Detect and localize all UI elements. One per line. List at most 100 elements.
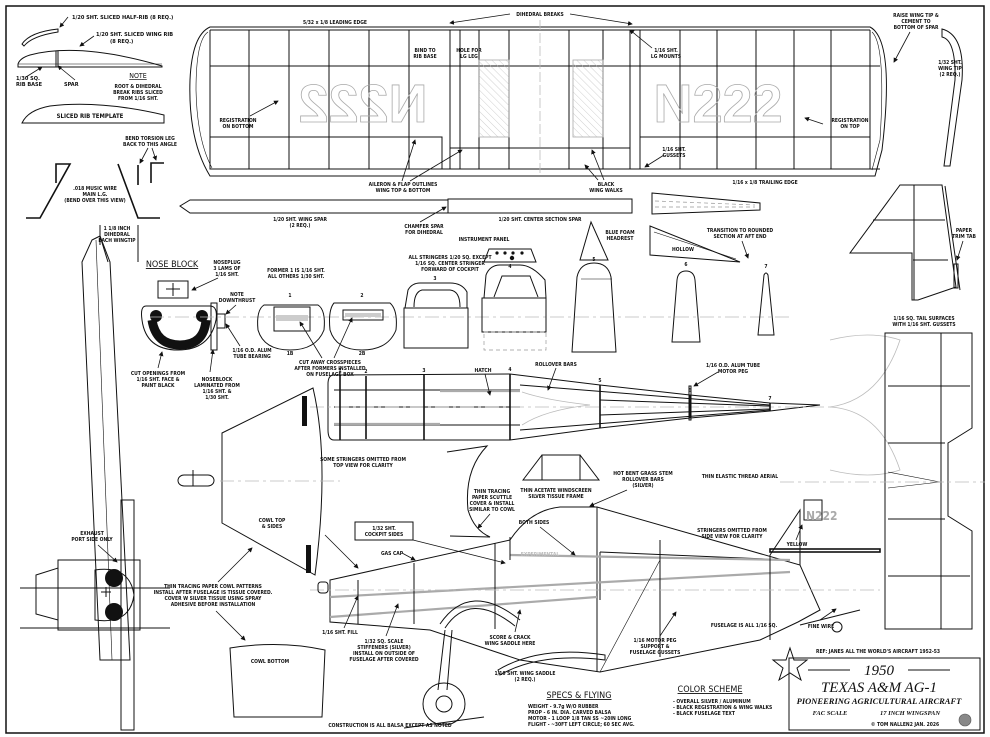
aileron-flap-label-1: AILERON & FLAP OUTLINES (369, 182, 438, 188)
wing-walks-label-2: WING WALKS (589, 188, 622, 194)
hole-lg-leg-label-1: HOLE FOR (456, 48, 482, 54)
tube-bearing-label-2: TUBE BEARING (233, 354, 271, 360)
former-number-3: 3 (433, 276, 436, 282)
motor-peg-support-1: 1/16 MOTOR PEG (634, 638, 677, 644)
motor-peg-label-2: MOTOR PEG (718, 369, 749, 375)
side-stringers-omitted-2: SIDE VIEW FOR CLARITY (701, 534, 763, 540)
noseblock-lam-label-4: 1/30 SHT. (205, 395, 229, 401)
title-block: REF: JANES ALL THE WORLD'S AIRCRAFT 1952… (771, 646, 981, 731)
top-view-former-number: 1 (338, 368, 341, 374)
dihedral-label-3: EACH WINGTIP (98, 238, 136, 244)
leading-edge-label: 5/32 x 1/8 LEADING EDGE (303, 20, 367, 26)
nose-block: NOSE BLOCK NOSEPLUG 3 LAMS OF 1/16 SHT. … (131, 260, 272, 401)
landing-gear-wire: BEND TORSION LEG BACK TO THIS ANGLE .018… (26, 136, 177, 219)
wing-saddle-score-1: SCORE & CRACK (490, 635, 532, 641)
chamfer-spar-label-2: FOR DIHEDRAL (405, 230, 443, 236)
gas-cap-label: GAS CAP (381, 551, 404, 557)
stringers-note-2: 1/16 SQ. CENTER STRINGER (415, 261, 485, 267)
cut-openings-label-1: CUT OPENINGS FROM (131, 371, 186, 377)
tail-surfaces-label-2: WITH 1/16 SHT. GUSSETS (892, 322, 955, 328)
star-icon (771, 646, 809, 682)
spec-motor: MOTOR - 1 LOOP 1/8 TAN SS ~20IN LONG (528, 716, 632, 722)
spec-weight: WEIGHT - 9.7g W/O RUBBER (528, 704, 599, 710)
noseplug-label-2: 3 LAMS OF (213, 266, 240, 272)
hollow-label: HOLLOW (672, 247, 694, 253)
headrest-label-2: HEADREST (607, 236, 635, 242)
wing-plan: N222 N222 5/32 x 1/8 LEADING EDGE DIHEDR… (189, 12, 963, 194)
wing-spars: 1/20 SHT. WING SPAR (2 REQ.) CHAMFER SPA… (179, 198, 633, 236)
specs-and-flying: SPECS & FLYING WEIGHT - 9.7g W/O RUBBER … (328, 691, 635, 729)
nose-block-title: NOSE BLOCK (146, 260, 199, 270)
spar-label: SPAR (64, 82, 79, 88)
former-number-2b: 2B (359, 351, 366, 357)
top-view-former-number: 5 (598, 378, 601, 384)
cowl-patterns-label-1: THIN TRACING PAPER COWL PATTERNS (164, 584, 262, 590)
transition-label-1: TRANSITION TO ROUNDED (707, 228, 774, 234)
registration-bottom-label-1: REGISTRATION (219, 118, 256, 124)
rib-base-label-1: 1/30 SQ. (16, 76, 40, 82)
registration-top-label-1: REGISTRATION (831, 118, 868, 124)
lg-mounts-label-2: LG MOUNTS (651, 54, 681, 60)
aerial-label: THIN ELASTIC THREAD AERIAL (702, 474, 778, 480)
note-line-3: FROM 1/16 SHT. (118, 96, 158, 102)
rollover-label: ROLLOVER BARS (535, 362, 577, 368)
former-note-1: FORMER 1 IS 1/16 SHT. (267, 268, 325, 274)
color-scheme: COLOR SCHEME - OVERALL SILVER / ALUMINUM… (673, 685, 772, 717)
aileron-flap-label-2: WING TOP & BOTTOM (376, 188, 431, 194)
title-author: © TOM NALLEN2 JAN. 2026 (871, 722, 939, 728)
bend-torsion-label-1: BEND TORSION LEG (125, 136, 175, 142)
note-line-2: BREAK RIBS SLICED (113, 90, 163, 96)
half-rib-label: 1/20 SHT. SLICED HALF-RIB (8 REQ.) (72, 15, 173, 21)
top-view-former-number: 2 (364, 369, 367, 375)
formers: FORMER 1 IS 1/16 SHT. ALL OTHERS 1/30 SH… (150, 192, 790, 378)
fuselage-text: EXPERIMENTAL (521, 552, 560, 558)
cowl-patterns-label-3: COVER W SILVER TISSUE USING SPRAY (165, 596, 263, 602)
stiffeners-label-1: 1/32 SQ. SCALE (365, 639, 404, 645)
downthrust-label-2: DOWNTHRUST (219, 298, 256, 304)
exhaust-label-1: EXHAUST (80, 531, 105, 537)
construction-note: CONSTRUCTION IS ALL BALSA EXCEPT AS NOTE… (328, 723, 452, 729)
title-subtitle: PIONEERING AGRICULTURAL AIRCRAFT (797, 696, 962, 706)
scuttle-label-2: PAPER SCUTTLE (472, 495, 512, 501)
instrument-panel-label: INSTRUMENT PANEL (459, 237, 510, 243)
former-number-6: 6 (684, 262, 687, 268)
rollover-bars-label-1: HOT BENT GRASS STEM (613, 471, 673, 477)
wing-rib-label-1: 1/20 SHT. SLICED WING RIB (96, 32, 173, 38)
cowl-patterns-label-2: INSTALL AFTER FUSELAGE IS TISSUE COVERED… (154, 590, 273, 596)
fine-wire-label: FINE WIRE (808, 624, 834, 630)
cowl-patterns-label-4: ADHESIVE BEFORE INSTALLATION (171, 602, 256, 608)
registration-bottom-mirrored: N222 (298, 74, 427, 134)
logo-icon (958, 713, 972, 727)
registration-bottom-label-2: ON BOTTOM (223, 124, 254, 130)
raise-wing-tip-label-1: RAISE WING TIP & (893, 13, 939, 19)
lg-mounts-label-1: 1/16 SHT. (654, 48, 678, 54)
tail-surfaces-label-1: 1/16 SQ. TAIL SURFACES (893, 316, 954, 322)
noseblock-lam-label-2: LAMINATED FROM (194, 383, 240, 389)
headrest-label-1: BLUE FOAM (605, 230, 635, 236)
title-year: 1950 (864, 663, 895, 679)
top-view-former-number: 3 (422, 368, 425, 374)
wing-spar-label-1: 1/20 SHT. WING SPAR (273, 217, 327, 223)
fin-registration: N222 (806, 509, 838, 523)
former-number-1: 1 (288, 293, 291, 299)
rollover-bars-label-3: (SILVER) (632, 483, 653, 489)
wing-rib-label-2: (8 REQ.) (110, 39, 133, 45)
spec-prop: PROP - 6 IN. DIA. CARVED BALSA (528, 710, 612, 716)
registration-top: N222 (653, 74, 782, 134)
fuselage-all-label: FUSELAGE IS ALL 1/16 SQ. (711, 623, 778, 629)
center-spar-label: 1/20 SHT. CENTER SECTION SPAR (498, 217, 582, 223)
top-view-former-number: 6 (688, 388, 691, 394)
both-sides-label: BOTH SIDES (519, 520, 550, 526)
wing-tip-label-1: 1/32 SHT. (938, 60, 962, 66)
noseplug-label-1: NOSEPLUG (213, 260, 241, 266)
noseblock-lam-label-3: 1/16 SHT. & (202, 389, 231, 395)
stiffeners-label-3: INSTALL ON OUTSIDE OF (353, 651, 415, 657)
color-line-3: - BLACK FUSELAGE TEXT (673, 711, 736, 717)
former-number-7: 7 (764, 264, 767, 270)
wing-tip-label-3: (2 REQ.) (940, 72, 961, 78)
rib-details: 1/20 SHT. SLICED HALF-RIB (8 REQ.) 1/20 … (16, 15, 173, 124)
color-line-2: - BLACK REGISTRATION & WING WALKS (673, 705, 772, 711)
spec-flight: FLIGHT - ~30FT LEFT CIRCLE; 60 SEC AVG. (528, 722, 635, 728)
